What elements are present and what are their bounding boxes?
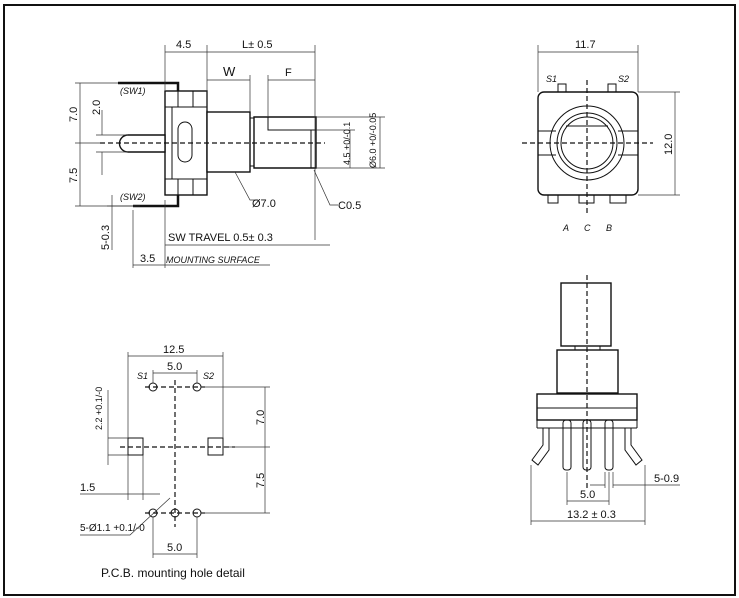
dia-7-label: Ø7.0 <box>252 198 276 210</box>
chamfer-label: C0.5 <box>338 200 361 212</box>
dim-5-0-3: 5-0.3 <box>100 225 112 250</box>
pcb-s1: S1 <box>137 371 148 381</box>
bottom-pitch: 5.0 <box>580 489 595 501</box>
pcb-pad-height: 2.2 +0.1/-0 <box>94 387 104 430</box>
sw2-label: (SW2) <box>120 192 146 202</box>
dim-3-5: 3.5 <box>140 253 155 265</box>
bottom-total-width: 13.2 ± 0.3 <box>567 509 616 521</box>
front-s2: S2 <box>618 74 629 84</box>
dim-4-5: 4.5 <box>176 39 191 51</box>
sw-travel: SW TRAVEL 0.5± 0.3 <box>168 232 273 244</box>
bottom-view: 5.0 13.2 ± 0.3 5-0.9 <box>530 275 680 525</box>
dim-7-0: 7.0 <box>68 107 80 122</box>
pcb-s-pitch: 5.0 <box>167 361 182 373</box>
pcb-hole-dia: 5-Ø1.1 +0.1/-0 <box>80 523 145 534</box>
shaft-dia: Ø6.0 +0/-0.05 <box>368 113 378 168</box>
pcb-7-0: 7.0 <box>255 410 267 425</box>
dim-w: W <box>223 64 236 79</box>
pcb-detail: 12.5 5.0 S1 S2 2.2 +0.1/-0 7.0 7.5 1.5 5… <box>80 344 270 580</box>
dim-7-5: 7.5 <box>68 168 80 183</box>
front-view: 11.7 12.0 S1 S2 A C B <box>522 39 680 233</box>
flat-dim: 4.5 +0/-0.1 <box>342 122 352 165</box>
dim-2-0: 2.0 <box>91 100 103 115</box>
pin-c: C <box>584 223 591 233</box>
pcb-caption: P.C.B. mounting hole detail <box>101 566 245 580</box>
pcb-7-5: 7.5 <box>255 473 267 488</box>
front-height: 12.0 <box>663 134 675 155</box>
front-width: 11.7 <box>575 39 596 51</box>
drawing-frame <box>3 4 736 596</box>
front-s1: S1 <box>546 74 557 84</box>
pin-b: B <box>606 223 612 233</box>
dim-l: L± 0.5 <box>242 39 273 51</box>
side-view: 4.5 L± 0.5 W F 7.0 2.0 7.5 (SW1) (SW2) Ø… <box>68 39 385 268</box>
sw1-label: (SW1) <box>120 86 146 96</box>
dim-f: F <box>285 67 292 79</box>
bottom-pin-width: 5-0.9 <box>654 473 679 485</box>
pcb-width: 12.5 <box>163 344 184 356</box>
pcb-s2: S2 <box>203 371 214 381</box>
pin-a: A <box>562 223 569 233</box>
mounting-surface: MOUNTING SURFACE <box>166 255 261 265</box>
pcb-bottom-pitch: 5.0 <box>167 542 182 554</box>
pcb-1-5: 1.5 <box>80 482 95 494</box>
